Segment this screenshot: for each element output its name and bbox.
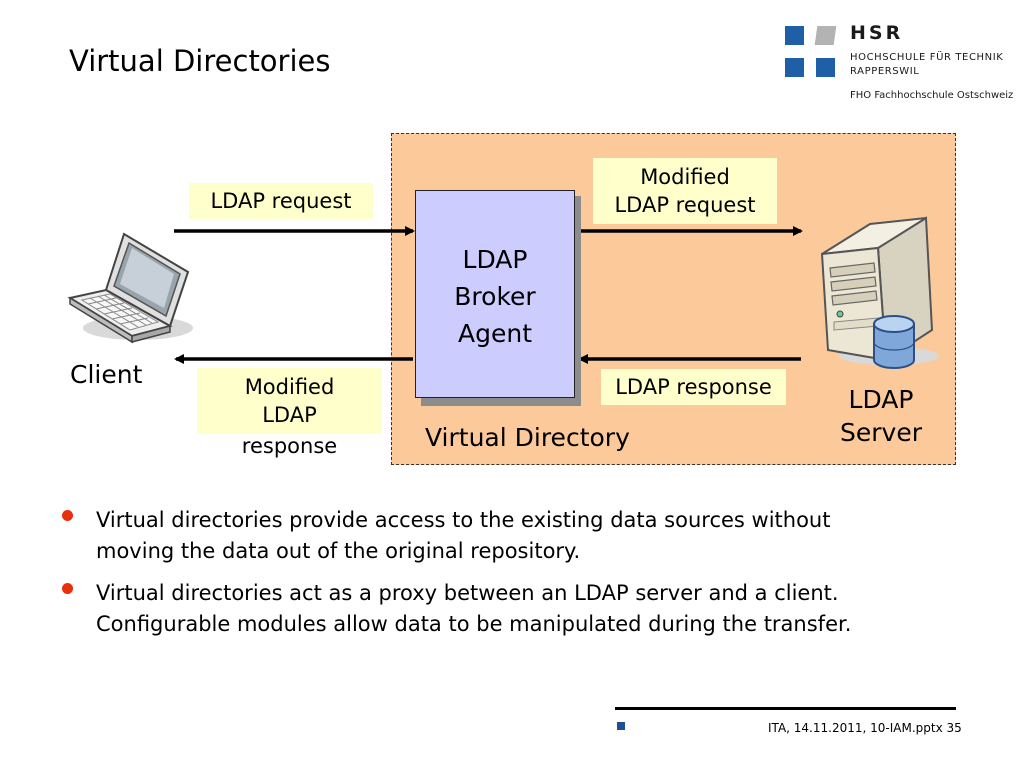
slide-title: Virtual Directories	[69, 44, 331, 78]
ldap-broker-agent-box: LDAP Broker Agent	[415, 190, 575, 398]
logo-name: HSR	[850, 22, 904, 44]
ldap-server-label: LDAP Server	[836, 383, 926, 449]
server-label-line-2: Server	[840, 418, 922, 447]
client-label: Client	[70, 360, 143, 389]
logo-square-icon	[816, 58, 835, 77]
modified-request-label: Modified LDAP request	[593, 158, 777, 224]
footer-rule	[615, 707, 956, 710]
bullet-dot-icon	[62, 510, 73, 521]
logo-line-3: FHO Fachhochschule Ostschweiz	[850, 90, 1014, 101]
ldap-request-label: LDAP request	[189, 183, 373, 219]
modified-response-line-1: Modified	[244, 375, 335, 399]
bullet-dot-icon	[62, 583, 73, 594]
bullet-item: Virtual directories act as a proxy betwe…	[62, 578, 962, 640]
virtual-directory-label: Virtual Directory	[425, 423, 630, 452]
bullet-2-line-2: Configurable modules allow data to be ma…	[96, 612, 852, 636]
modified-response-label: Modified LDAP	[197, 368, 382, 434]
logo-square-icon	[785, 58, 804, 77]
server-icon	[820, 216, 939, 369]
hsr-logo: HSR HOCHSCHULE FÜR TECHNIK RAPPERSWIL FH…	[784, 22, 1014, 106]
logo-square-icon	[785, 26, 804, 45]
ldap-response-text: LDAP response	[615, 375, 772, 399]
bullet-2-line-1: Virtual directories act as a proxy betwe…	[96, 581, 839, 605]
modified-response-line-2: LDAP	[262, 403, 317, 427]
broker-line-2: Broker	[454, 282, 536, 311]
ldap-response-label: LDAP response	[601, 369, 786, 405]
broker-line-3: Agent	[458, 319, 532, 348]
bullet-1-line-2: moving the data out of the original repo…	[96, 539, 581, 563]
broker-line-1: LDAP	[462, 245, 528, 274]
laptop-icon	[67, 232, 193, 344]
ldap-request-text: LDAP request	[210, 189, 352, 213]
logo-line-2: RAPPERSWIL	[850, 66, 920, 77]
footer-square-icon	[617, 722, 625, 730]
logo-line-1: HOCHSCHULE FÜR TECHNIK	[850, 52, 1004, 63]
modified-request-line-2: LDAP request	[614, 193, 756, 217]
modified-response-line-3: response	[241, 434, 338, 458]
server-label-line-1: LDAP	[848, 385, 914, 414]
bullet-item: Virtual directories provide access to th…	[62, 505, 962, 567]
footer-text: ITA, 14.11.2011, 10-IAM.pptx 35	[768, 721, 962, 735]
bullet-1-line-1: Virtual directories provide access to th…	[96, 508, 831, 532]
bullet-list: Virtual directories provide access to th…	[62, 505, 962, 651]
modified-request-line-1: Modified	[640, 165, 730, 189]
